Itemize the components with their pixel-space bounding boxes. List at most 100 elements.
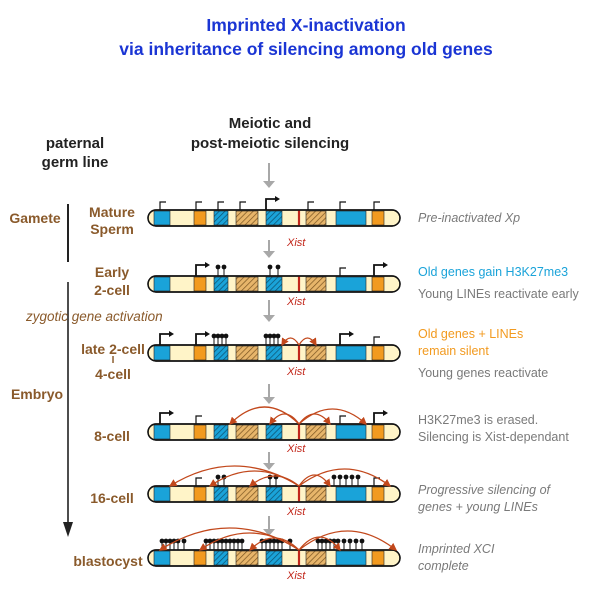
note-h3k27me3-erased: H3K27me3 is erased. — [418, 413, 539, 427]
paternal-germ-line-label-2: germ line — [41, 154, 109, 171]
chromosome-3-segment-7 — [371, 424, 385, 440]
mark-r1-3-head — [275, 264, 281, 270]
mark-r4-7-head — [349, 474, 355, 480]
chromosome-4-segment-4 — [265, 486, 283, 502]
chromosome-2-segment-6 — [335, 345, 367, 361]
stage-late-2cell: late 2-cell — [81, 341, 145, 357]
promoter-r0-7 — [373, 201, 380, 210]
xist-label-8cell: Xist — [287, 443, 306, 455]
note-old-genes-gain: Old genes gain H3K27me3 — [418, 265, 569, 279]
promoter-r3-3 — [373, 412, 383, 424]
chromosome-3-segment-2 — [213, 424, 229, 440]
xist-arc-r4-3 — [298, 474, 331, 488]
promoter-r1-1 — [339, 267, 346, 276]
promoter-r0-3 — [239, 201, 246, 210]
mark-r2-7-head — [275, 333, 281, 339]
chromosome-1-segment-1 — [193, 276, 207, 292]
mark-r5-13-head — [231, 538, 237, 544]
chromosome-2-segment-5 — [305, 345, 327, 361]
mark-r5-18-head — [267, 538, 273, 544]
mark-r5-32-head — [359, 538, 365, 544]
mark-r2-4-head — [263, 333, 269, 339]
promoter-r0-2 — [217, 201, 224, 210]
chromosome-outline-4 — [147, 485, 401, 503]
chromosome-1-segment-5 — [305, 276, 327, 292]
xist-arc-r4-4 — [298, 468, 392, 487]
mark-r5-28-head — [335, 538, 341, 544]
note-remain-silent: remain silent — [418, 344, 489, 358]
mark-r5-7-head — [207, 538, 213, 544]
chromosome-0-segment-3 — [235, 210, 259, 226]
chromosome-0-segment-6 — [335, 210, 367, 226]
chromosome-0-segment-2 — [213, 210, 229, 226]
chromosome-2-segment-4 — [265, 345, 283, 361]
stage-arrow-head-5 — [263, 529, 275, 536]
promoter-r0-1 — [195, 201, 202, 210]
embryo-timeline-arrowhead — [63, 522, 73, 537]
promoter-r3-3-head — [383, 410, 388, 416]
mark-r5-10-head — [219, 538, 225, 544]
mark-r5-31-head — [353, 538, 359, 544]
mark-r1-0-head — [215, 264, 221, 270]
promoter-r2-3 — [373, 336, 380, 345]
stage-8cell: 8-cell — [94, 428, 130, 444]
mark-r5-25-head — [323, 538, 329, 544]
chromosome-3-segment-0 — [153, 424, 171, 440]
stage-early-2cell-1: Early — [94, 264, 130, 280]
note-progressive-silencing: Progressive silencing of — [418, 483, 551, 497]
chromosome-4-segment-1 — [193, 486, 207, 502]
chromosome-2-segment-1 — [193, 345, 207, 361]
mark-r1-2-head — [267, 264, 273, 270]
chromosome-5-segment-6 — [335, 550, 367, 566]
chromosome-3-segment-4 — [265, 424, 283, 440]
mark-r2-0-head — [211, 333, 217, 339]
promoter-r4-0 — [195, 477, 202, 486]
stage-arrow-head-3 — [263, 397, 275, 404]
paternal-germ-line-label-1: paternal — [45, 135, 105, 152]
chromosome-0-segment-1 — [193, 210, 207, 226]
mark-r5-29-head — [341, 538, 347, 544]
chromosome-0-segment-4 — [265, 210, 283, 226]
promoter-r3-0-head — [169, 410, 174, 416]
title-line-2: via inheritance of silencing among old g… — [119, 39, 493, 59]
chromosome-4-segment-2 — [213, 486, 229, 502]
mark-r2-6-head — [271, 333, 277, 339]
mark-r1-1-head — [221, 264, 227, 270]
xist-arc-r3-1 — [269, 413, 300, 426]
chromosome-5-segment-7 — [371, 550, 385, 566]
promoter-r1-0 — [195, 264, 205, 276]
chromosome-4-segment-7 — [371, 486, 385, 502]
mark-r4-8-head — [355, 474, 361, 480]
promoter-r0-6 — [339, 201, 346, 210]
note-complete: complete — [418, 559, 469, 573]
mark-r5-2-head — [167, 538, 173, 544]
xist-arc-r4-2 — [248, 475, 300, 487]
stage-16cell: 16-cell — [90, 490, 134, 506]
xist-label-sperm: Xist — [287, 237, 306, 249]
chromosome-4-segment-3 — [235, 486, 259, 502]
chromosome-5-segment-1 — [193, 550, 207, 566]
promoter-r0-0 — [159, 201, 166, 210]
xist-arc-r5-1 — [198, 532, 300, 551]
chromosome-outline-1 — [147, 275, 401, 293]
xist-label-blastocyst: Xist — [287, 570, 306, 582]
phase-embryo: Embryo — [10, 386, 64, 402]
promoter-r3-0 — [159, 412, 169, 424]
title-line-1: Imprinted X-inactivation — [206, 15, 406, 35]
chromosome-2-segment-7 — [371, 345, 385, 361]
xist-arc-r3-2 — [298, 413, 331, 426]
promoter-r2-1-head — [205, 331, 210, 337]
mark-r5-0-head — [159, 538, 165, 544]
stage-mature-sperm-2: Sperm — [90, 221, 134, 237]
chromosome-3-segment-1 — [193, 424, 207, 440]
note-old-genes-lines: Old genes + LINEs — [418, 327, 524, 341]
mark-r5-30-head — [347, 538, 353, 544]
promoter-r2-2-head — [349, 331, 354, 337]
chromosome-5-segment-3 — [235, 550, 259, 566]
chromosome-0-segment-7 — [371, 210, 385, 226]
chromosome-0-segment-0 — [153, 210, 171, 226]
xist-arc-r2-1 — [298, 337, 317, 347]
promoter-r2-0 — [159, 333, 169, 345]
note-young-lines-reactivate: Young LINEs reactivate early — [418, 287, 579, 301]
